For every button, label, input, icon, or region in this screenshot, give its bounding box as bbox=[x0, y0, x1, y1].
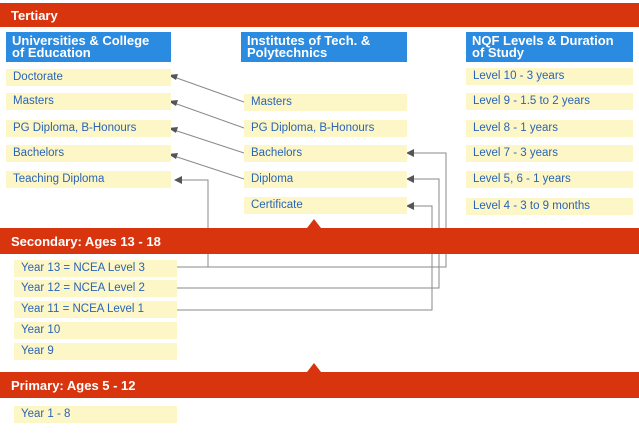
uni-item-bachelors: Bachelors bbox=[6, 145, 171, 162]
universities-column-header: Universities & College of Education bbox=[6, 32, 171, 62]
nqf-item-level-7: Level 7 - 3 years bbox=[466, 145, 633, 162]
itp-item-bachelors: Bachelors bbox=[244, 145, 407, 162]
nqf-column-header: NQF Levels & Duration of Study bbox=[466, 32, 633, 62]
primary-item-year-1-8: Year 1 - 8 bbox=[14, 406, 177, 423]
uni-item-teaching-diploma: Teaching Diploma bbox=[6, 171, 171, 188]
secondary-item-year-11: Year 11 = NCEA Level 1 bbox=[14, 301, 177, 318]
secondary-item-year-13: Year 13 = NCEA Level 3 bbox=[14, 260, 177, 277]
arrowhead bbox=[406, 175, 414, 183]
arrowhead bbox=[406, 149, 414, 157]
connector-itp-diploma-to-bachelors bbox=[173, 155, 245, 180]
connector-year11-to-itp-certificate bbox=[177, 205, 433, 311]
uni-item-masters: Masters bbox=[6, 93, 171, 110]
connector-itp-masters-to-doctorate bbox=[173, 76, 245, 103]
arrowhead bbox=[406, 202, 414, 210]
primary-band-notch bbox=[307, 363, 321, 372]
secondary-item-year-12: Year 12 = NCEA Level 2 bbox=[14, 280, 177, 297]
connector-itp-pgdip-to-masters bbox=[173, 102, 245, 129]
nqf-item-level-8: Level 8 - 1 years bbox=[466, 120, 633, 137]
secondary-band: Secondary: Ages 13 - 18 bbox=[0, 228, 639, 254]
nqf-item-level-5-6: Level 5, 6 - 1 years bbox=[466, 171, 633, 188]
nqf-item-level-9: Level 9 - 1.5 to 2 years bbox=[466, 93, 633, 110]
nqf-item-level-10: Level 10 - 3 years bbox=[466, 68, 633, 85]
primary-band-label: Primary: Ages 5 - 12 bbox=[11, 377, 136, 393]
itp-item-masters: Masters bbox=[244, 94, 407, 111]
institutes-column-header: Institutes of Tech. & Polytechnics bbox=[241, 32, 407, 62]
itp-item-pg-diploma: PG Diploma, B-Honours bbox=[244, 120, 407, 137]
uni-item-doctorate: Doctorate bbox=[6, 69, 171, 86]
connector-itp-bachelors-to-pgdip bbox=[173, 129, 245, 154]
secondary-band-label: Secondary: Ages 13 - 18 bbox=[11, 233, 161, 249]
uni-item-pg-diploma: PG Diploma, B-Honours bbox=[6, 120, 171, 137]
nqf-item-level-4: Level 4 - 3 to 9 months bbox=[466, 198, 633, 215]
tertiary-band: Tertiary bbox=[0, 3, 639, 27]
secondary-item-year-9: Year 9 bbox=[14, 343, 177, 360]
secondary-band-notch bbox=[307, 219, 321, 228]
itp-item-certificate: Certificate bbox=[244, 197, 407, 214]
primary-band: Primary: Ages 5 - 12 bbox=[0, 372, 639, 398]
tertiary-band-label: Tertiary bbox=[11, 7, 58, 23]
arrowhead bbox=[174, 176, 182, 184]
itp-item-diploma: Diploma bbox=[244, 171, 407, 188]
secondary-item-year-10: Year 10 bbox=[14, 322, 177, 339]
